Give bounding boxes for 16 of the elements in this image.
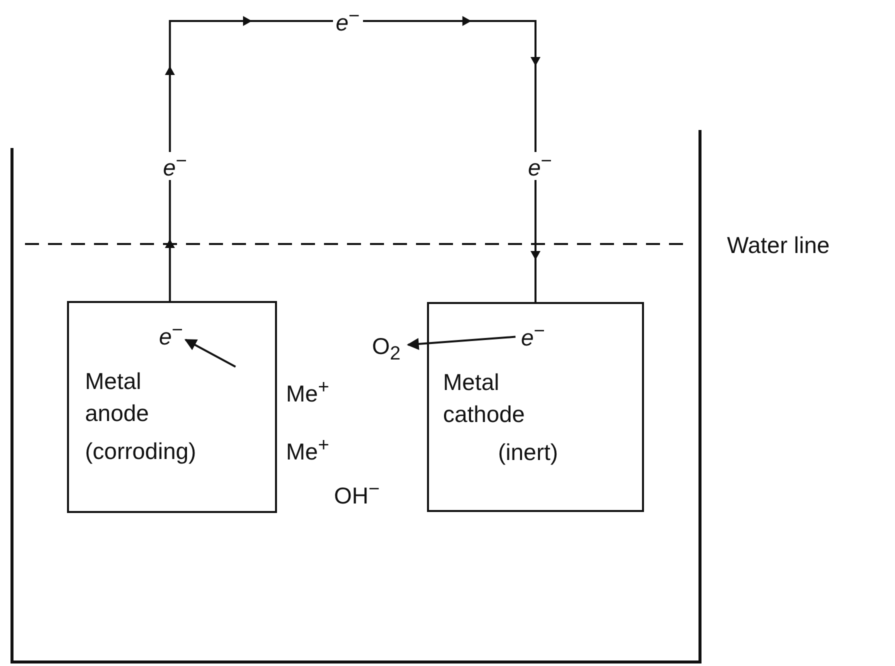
box-text: (corroding) xyxy=(85,437,198,466)
cathode-box xyxy=(427,302,644,512)
arrow xyxy=(406,336,516,350)
anode-box xyxy=(67,301,277,513)
ion-label: Me$^{+}$ xyxy=(286,436,330,464)
electron-label: e$^{−}$ xyxy=(521,322,545,350)
ion-label: Me$^{+}$ xyxy=(286,378,330,406)
wire-arrow xyxy=(164,16,540,302)
ion-label: OH$^{−}$ xyxy=(334,480,380,508)
arrow xyxy=(184,338,236,368)
electron-label: e$^{−}$ xyxy=(159,321,183,349)
box-text: Metal cathode xyxy=(443,368,526,429)
oxygen-label: O$_{2}$ xyxy=(372,335,401,364)
box-text: (inert) xyxy=(496,438,560,467)
box-text: Metal anode xyxy=(85,367,150,428)
water-line-label: Water line xyxy=(727,234,830,257)
